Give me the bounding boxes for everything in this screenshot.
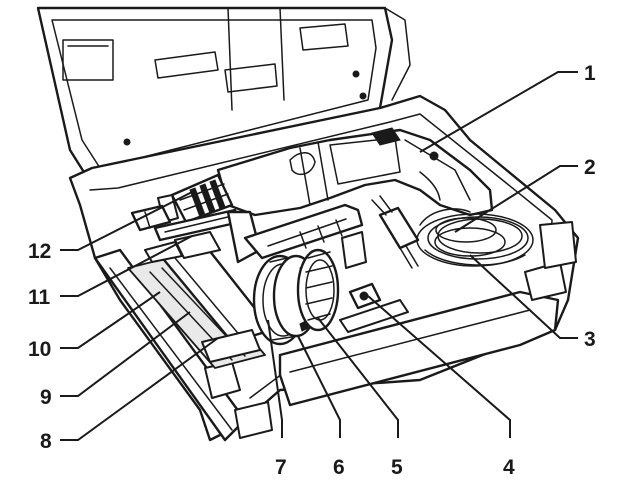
callout-6: 6: [333, 456, 345, 479]
callout-1: 1: [584, 62, 596, 85]
leader-3: [469, 254, 578, 339]
mains-plug: [378, 206, 420, 250]
callout-5: 5: [391, 456, 403, 479]
callout-9: 9: [40, 386, 52, 409]
auxiliary-handle: [226, 203, 367, 269]
leader-9: [60, 311, 191, 397]
leader-11: [60, 235, 193, 297]
leader-lines: [60, 71, 578, 441]
power-cord: [371, 195, 534, 269]
small-accessory: [339, 282, 409, 333]
callout-8: 8: [40, 430, 52, 453]
callout-10: 10: [28, 338, 51, 361]
hammer-drill: [157, 127, 494, 224]
callout-4: 4: [503, 456, 515, 479]
case-lid: [36, 6, 411, 187]
leader-7: [267, 319, 283, 438]
cup-brush: [296, 248, 340, 332]
leader-4: [367, 295, 511, 438]
leader-6: [297, 335, 341, 438]
callout-numbers: 1 2 3 4 5 6 7 8 9 10 11 12: [28, 62, 596, 479]
callout-3: 3: [584, 328, 596, 351]
callout-12: 12: [28, 240, 51, 263]
leader-12: [60, 189, 197, 251]
leader-1: [419, 71, 578, 153]
lid-holder-block: [224, 63, 278, 93]
depth-stop: [130, 204, 242, 242]
callout-7: 7: [275, 456, 287, 479]
insert-tray: [127, 231, 274, 369]
leader-10: [60, 291, 161, 349]
leader-8: [60, 337, 219, 441]
callout-11: 11: [28, 286, 51, 309]
lid-hinge-block-left: [62, 39, 114, 81]
leader-2: [454, 165, 578, 233]
lid-holder-slot: [154, 51, 219, 79]
leader-5: [317, 317, 399, 438]
callout-2: 2: [584, 156, 596, 179]
latch-front-center: [234, 401, 273, 439]
